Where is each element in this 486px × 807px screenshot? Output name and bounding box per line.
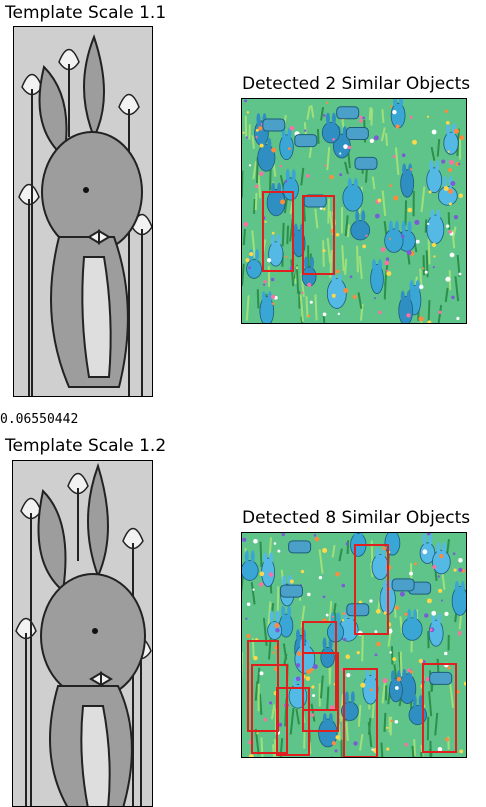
template-image-1: [13, 26, 153, 397]
score-readout: 0.06550442: [0, 412, 79, 427]
detected-title-2: Detected 8 Similar Objects: [242, 508, 471, 528]
scene-illustration-1: [242, 99, 466, 323]
detection-box: [343, 668, 378, 757]
detected-image-1: [241, 98, 467, 324]
template-title-2: Template Scale 1.2: [5, 436, 167, 456]
detection-box: [251, 664, 288, 754]
detection-box: [262, 191, 294, 272]
detected-image-2: [241, 532, 467, 758]
template-image-2: [12, 460, 153, 807]
detection-box: [422, 663, 457, 753]
detection-box: [302, 652, 339, 732]
detection-box: [354, 544, 389, 635]
detected-title-1: Detected 2 Similar Objects: [242, 74, 471, 94]
scene-illustration-2: [242, 533, 466, 757]
detection-box: [247, 640, 279, 732]
detection-box: [276, 687, 310, 756]
detection-box: [302, 195, 335, 275]
bunny-template-illustration-1: [14, 27, 152, 396]
template-title-1: Template Scale 1.1: [5, 3, 167, 23]
bunny-template-illustration-2: [13, 461, 152, 806]
